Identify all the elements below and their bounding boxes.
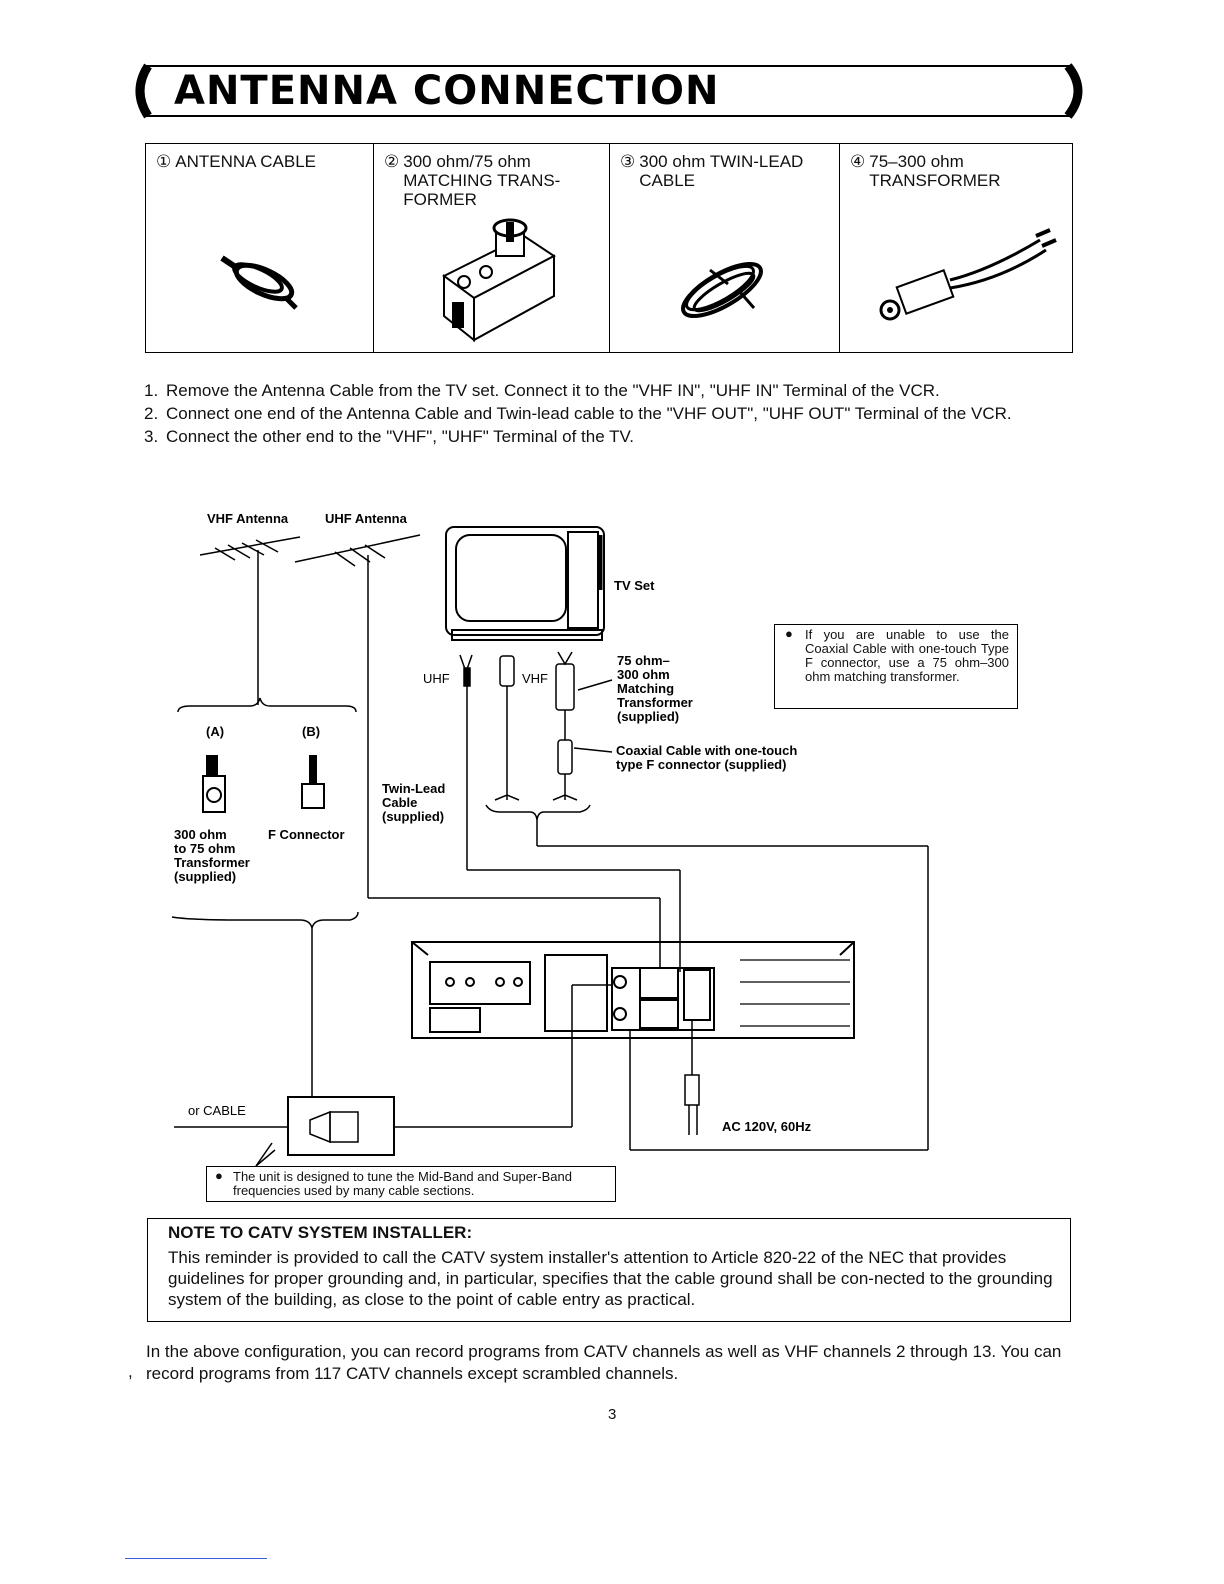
part-label: 300 ohm/75 ohm MATCHING TRANS- FORMER xyxy=(403,152,561,209)
coaxial-note: ● If you are unable to use the Coaxial C… xyxy=(774,624,1018,709)
stray-mark: , xyxy=(128,1362,133,1381)
ac-power-label: AC 120V, 60Hz xyxy=(722,1119,812,1134)
instruction-step: 3.Connect the other end to the "VHF", "U… xyxy=(144,427,634,446)
cable-connector-box xyxy=(287,1096,395,1156)
bullet-icon: ● xyxy=(785,626,793,641)
catv-installer-note: NOTE TO CATV SYSTEM INSTALLER: This remi… xyxy=(147,1218,1071,1322)
matching-transformer-label: 75 ohm– 300 ohm Matching Transformer (su… xyxy=(617,653,693,724)
label-a: (A) xyxy=(206,724,225,739)
vhf-antenna-icon xyxy=(199,536,301,705)
page-number: 3 xyxy=(608,1406,617,1423)
part-number: ④ xyxy=(850,152,866,171)
transformer-label: 300 ohm to 75 ohm Transformer (supplied) xyxy=(174,827,250,884)
matching-transformer-icon xyxy=(442,218,556,343)
tv-set-icon xyxy=(445,526,605,641)
footnote-rule xyxy=(125,1558,267,1559)
part-label: ANTENNA CABLE xyxy=(175,152,317,171)
or-cable-label: or CABLE xyxy=(188,1103,246,1118)
instruction-step: 2.Connect one end of the Antenna Cable a… xyxy=(144,404,1012,423)
coiled-cable-icon xyxy=(220,255,298,310)
vhf-label: VHF xyxy=(522,671,548,686)
footer-paragraph: In the above configuration, you can reco… xyxy=(146,1342,1062,1383)
part-label: 300 ohm TWIN-LEAD CABLE xyxy=(639,152,804,190)
title-banner: ANTENNA CONNECTION xyxy=(130,62,1090,120)
catv-note-title: NOTE TO CATV SYSTEM INSTALLER: xyxy=(168,1223,473,1242)
power-plug-icon xyxy=(684,1074,700,1106)
f-connector-label: F Connector xyxy=(268,827,345,842)
vhf-antenna-label: VHF Antenna xyxy=(207,511,289,526)
connector-b-icon xyxy=(301,755,325,809)
part-number: ② xyxy=(384,152,400,171)
instruction-step: 1.Remove the Antenna Cable from the TV s… xyxy=(144,381,940,400)
page-title: ANTENNA CONNECTION xyxy=(174,68,720,114)
label-b: (B) xyxy=(302,724,321,739)
part-label: 75–300 ohm TRANSFORMER xyxy=(869,152,1001,190)
uhf-antenna-icon xyxy=(294,534,421,898)
part-number: ① xyxy=(156,152,172,171)
vcr-rear-panel-icon xyxy=(411,941,855,1039)
midband-note: ● The unit is designed to tune the Mid-B… xyxy=(206,1166,616,1202)
tv-set-label: TV Set xyxy=(614,578,655,593)
uhf-antenna-label: UHF Antenna xyxy=(325,511,407,526)
transformer-plug-icon xyxy=(879,228,1057,321)
twin-lead-cable-icon xyxy=(681,262,763,318)
uhf-label: UHF xyxy=(423,671,450,686)
part-number: ③ xyxy=(620,152,636,171)
twin-lead-label: Twin-Lead Cable (supplied) xyxy=(382,781,446,824)
catv-note-body: This reminder is provided to call the CA… xyxy=(168,1248,1053,1309)
title-banner-frame xyxy=(135,63,1083,119)
connector-a-icon xyxy=(202,755,226,813)
instructions: 1.Remove the Antenna Cable from the TV s… xyxy=(144,380,1084,449)
coaxial-cable-label: Coaxial Cable with one-touch type F conn… xyxy=(616,743,798,772)
bullet-icon: ● xyxy=(215,1168,223,1183)
